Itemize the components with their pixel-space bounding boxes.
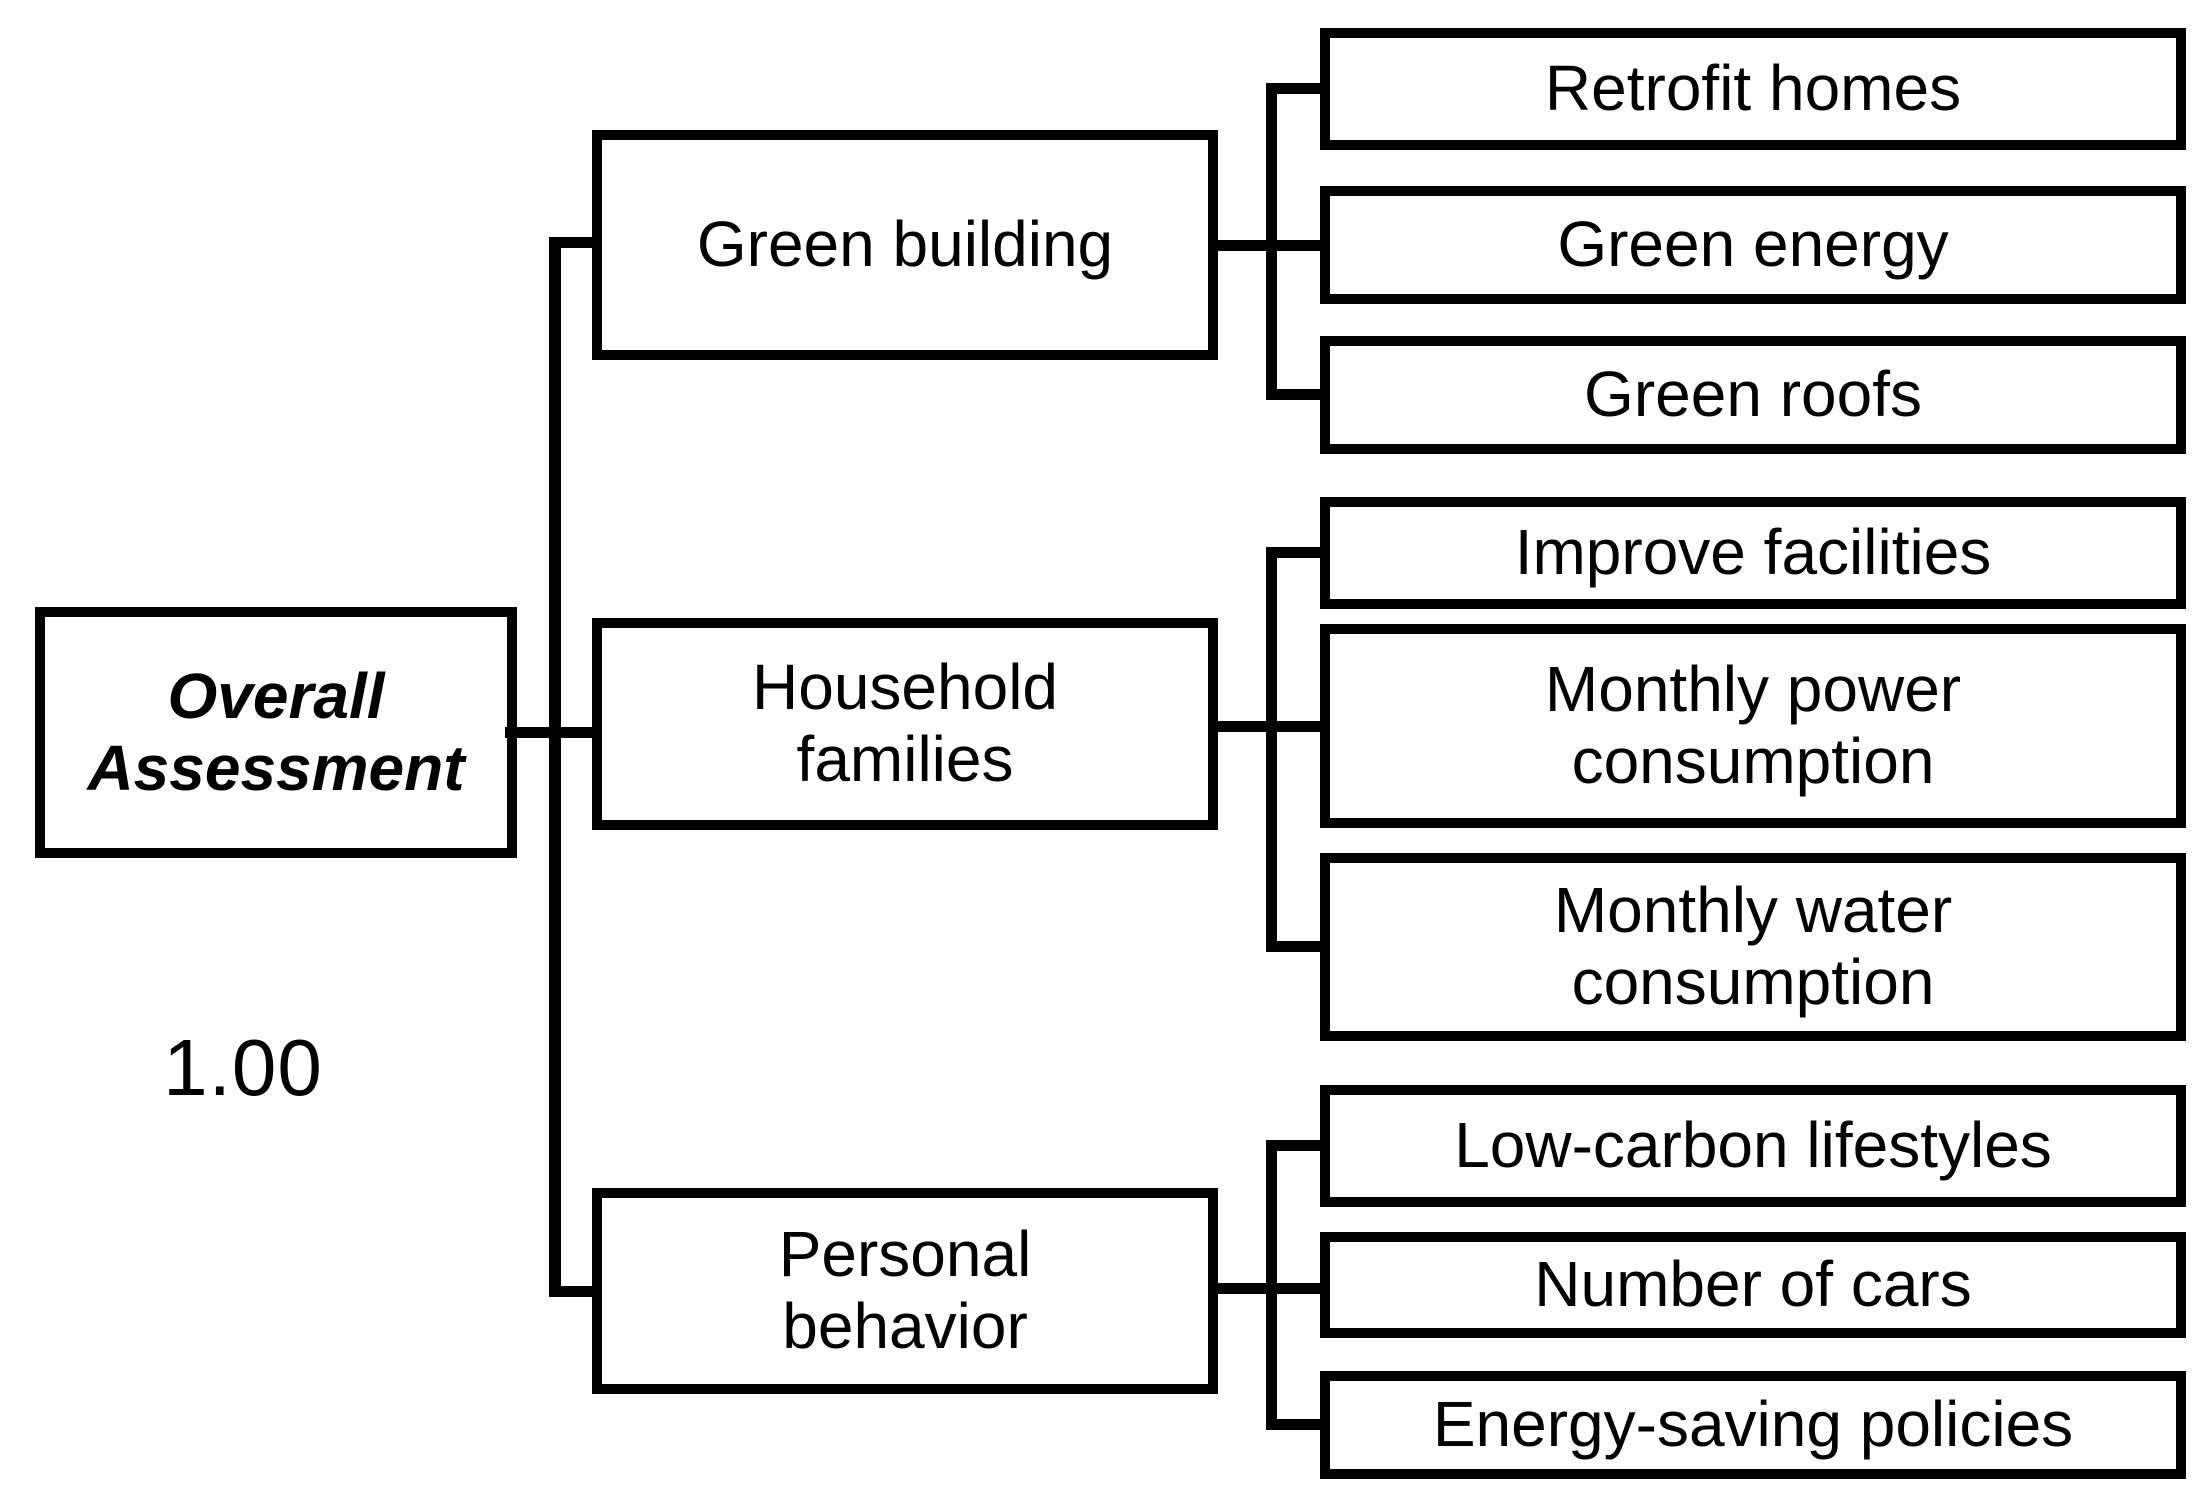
node-label: Retrofit homes xyxy=(1544,52,1962,125)
node-label: Green building xyxy=(696,208,1114,281)
node-label: Low-carbon lifestyles xyxy=(1454,1109,2052,1182)
node-number-of-cars: Number of cars xyxy=(1320,1232,2186,1338)
node-monthly-water-consumption: Monthly water consumption xyxy=(1320,853,2186,1041)
connector-trunk-to-household-families xyxy=(549,727,602,738)
node-label: Green energy xyxy=(1557,208,1949,281)
node-label: Number of cars xyxy=(1534,1248,1972,1321)
connector-root-to-trunk xyxy=(505,727,560,738)
node-overall-assessment: Overall Assessment xyxy=(35,607,517,858)
node-improve-facilities: Improve facilities xyxy=(1320,497,2186,609)
node-label: Household families xyxy=(752,651,1058,795)
node-monthly-power-consumption: Monthly power consumption xyxy=(1320,624,2186,828)
node-label: Energy-saving policies xyxy=(1432,1388,2074,1461)
connector-trunk-to-personal-behavior xyxy=(549,1286,602,1297)
root-weight-label: 1.00 xyxy=(163,1023,323,1112)
connector-trunk-to-green-building xyxy=(549,237,602,248)
bracket-personal-behavior-vertical xyxy=(1266,1140,1277,1430)
node-label: Monthly power consumption xyxy=(1544,653,1962,797)
node-green-roofs: Green roofs xyxy=(1320,336,2186,454)
connector-trunk-vertical xyxy=(549,237,561,1297)
bracket-green-building-vertical xyxy=(1266,83,1277,400)
node-low-carbon-lifestyles: Low-carbon lifestyles xyxy=(1320,1085,2186,1207)
node-household-families: Household families xyxy=(592,618,1218,830)
node-energy-saving-policies: Energy-saving policies xyxy=(1320,1371,2186,1479)
connector-bracket-to-monthly-water xyxy=(1266,941,1330,952)
node-label: Personal behavior xyxy=(778,1218,1032,1362)
node-label: Green roofs xyxy=(1584,358,1922,431)
node-green-building: Green building xyxy=(592,130,1218,360)
node-green-energy: Green energy xyxy=(1320,186,2186,304)
connector-bracket-to-low-carbon-lifestyles xyxy=(1266,1140,1330,1151)
node-label: Improve facilities xyxy=(1514,516,1992,589)
node-label: Overall Assessment xyxy=(87,659,465,804)
connector-bracket-to-energy-saving-policies xyxy=(1266,1419,1330,1430)
node-personal-behavior: Personal behavior xyxy=(592,1188,1218,1394)
connector-bracket-to-green-roofs xyxy=(1266,389,1330,400)
bracket-household-families-vertical xyxy=(1266,547,1277,952)
node-label: Monthly water consumption xyxy=(1553,874,1953,1018)
node-retrofit-homes: Retrofit homes xyxy=(1320,28,2186,150)
connector-bracket-to-retrofit-homes xyxy=(1266,83,1330,94)
connector-bracket-to-improve-facilities xyxy=(1266,547,1330,558)
